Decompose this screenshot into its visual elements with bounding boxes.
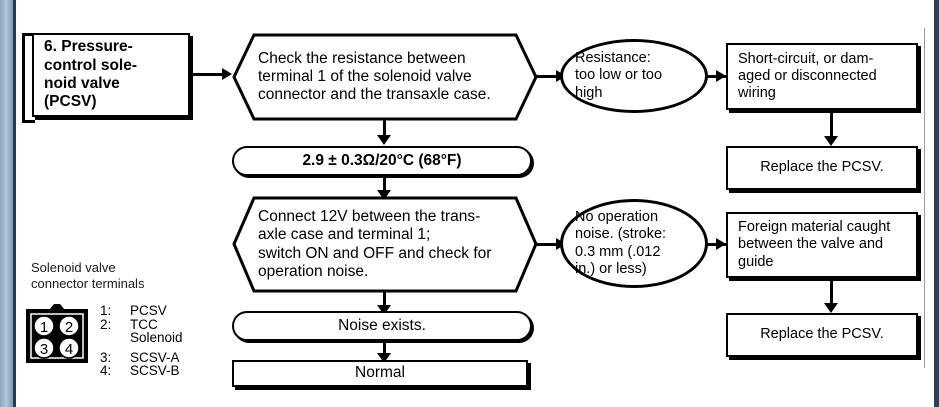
- arrowhead-wiring-to-replace1: [824, 136, 838, 146]
- node-resistance-spec-text: 2.9 ± 0.3Ω/20°C (68°F): [302, 151, 462, 169]
- connector-spec-to-connect12v: [383, 176, 386, 194]
- node-pcsv-header-text: 6. Pressure- control sole- noid valve (P…: [44, 38, 138, 111]
- legend-value: PCSV: [130, 303, 167, 318]
- hexagon-outline: [232, 33, 538, 121]
- node-noise-exists-text: Noise exists.: [338, 316, 426, 334]
- page-edge-hairline: [924, 28, 925, 368]
- legend-value: SCSV-A: [130, 349, 180, 365]
- svg-text:2: 2: [65, 319, 73, 336]
- terminal-legend: 1: PCSV 2: TCC Solenoid 3: SCSV-A 4: SCS…: [100, 304, 183, 378]
- connector-connect12v-to-noise: [536, 243, 566, 246]
- legend-row: 2: TCC: [100, 316, 183, 332]
- connector-check-to-fault: [536, 75, 566, 78]
- legend-value: TCC: [130, 316, 158, 332]
- legend-num: 3:: [100, 349, 112, 365]
- node-resistance-fault-text: Resistance: too low or too high: [575, 50, 663, 101]
- node-replace-pcsv-2-text: Replace the PCSV.: [760, 326, 884, 343]
- legend-num: 4:: [100, 363, 112, 378]
- arrowhead-noiseexists-to-normal: [377, 353, 391, 363]
- node-pcsv-header: 6. Pressure- control sole- noid valve (P…: [32, 33, 190, 117]
- node-resistance-fault: Resistance: too low or too high: [560, 39, 708, 113]
- connector-noiseexists-to-normal: [383, 341, 386, 357]
- hexagon-outline-2: [232, 196, 538, 293]
- svg-text:4: 4: [65, 341, 73, 358]
- node-replace-pcsv-2: Replace the PCSV.: [726, 313, 918, 357]
- node-normal-text: Normal: [355, 364, 405, 382]
- node-foreign-material-text: Foreign material caught between the valv…: [738, 219, 891, 270]
- node-wiring-fault: Short-circuit, or dam- aged or disconnec…: [726, 43, 918, 110]
- node-wiring-fault-text: Short-circuit, or dam- aged or disconnec…: [738, 50, 877, 102]
- connector-connect12v-to-noiseexists: [383, 291, 386, 309]
- connector-caption: Solenoid valve connector terminals: [31, 260, 145, 292]
- page-edge-left-line: [13, 0, 16, 407]
- page-edge-gradient: [0, 0, 13, 407]
- svg-text:3: 3: [40, 341, 48, 358]
- legend-row: 1: PCSV: [100, 304, 183, 318]
- arrowhead-fault-to-wiring: [716, 70, 726, 82]
- node-connect-12v-text: Connect 12V between the trans- axle case…: [258, 207, 492, 280]
- node-check-resistance: Check the resistance between terminal 1 …: [232, 33, 538, 121]
- node-normal: Normal: [232, 360, 528, 387]
- connector-check-to-spec: [383, 119, 386, 139]
- node-replace-pcsv-1-text: Replace the PCSV.: [760, 159, 884, 176]
- legend-value: SCSV-B: [130, 363, 180, 378]
- legend-row: 3: SCSV-A: [100, 349, 183, 365]
- legend-row: 4: SCSV-B: [100, 364, 183, 378]
- arrowhead-spec-to-connect12v: [377, 190, 391, 200]
- node-noise-exists: Noise exists.: [232, 311, 532, 341]
- arrowhead-check-to-spec: [377, 135, 391, 145]
- node-no-operation-noise: No operation noise. (stroke: 0.3 mm (.01…: [560, 199, 708, 288]
- connector-foreign-to-replace2: [830, 281, 833, 309]
- node-no-operation-noise-text: No operation noise. (stroke: 0.3 mm (.01…: [575, 209, 667, 277]
- node-check-resistance-text: Check the resistance between terminal 1 …: [258, 49, 491, 104]
- legend-row-continuation: Solenoid: [100, 331, 183, 345]
- arrowhead-foreign-to-replace2: [824, 303, 838, 313]
- node-resistance-spec: 2.9 ± 0.3Ω/20°C (68°F): [232, 146, 532, 176]
- node-foreign-material: Foreign material caught between the valv…: [726, 212, 918, 278]
- legend-value-continuation: Solenoid: [130, 330, 183, 345]
- legend-num: 1:: [100, 303, 112, 318]
- node-connect-12v: Connect 12V between the trans- axle case…: [232, 196, 538, 293]
- legend-num: 2:: [100, 316, 112, 332]
- arrowhead-pcsv-to-check: [222, 68, 232, 80]
- pcsv-left-bracket: [22, 33, 35, 123]
- connector-pcsv-to-check: [190, 73, 226, 76]
- svg-text:1: 1: [40, 319, 48, 336]
- solenoid-connector-icon: 1 2 3 4: [26, 304, 88, 363]
- page-edge-right-line: [934, 0, 939, 407]
- connector-wiring-to-replace1: [830, 113, 833, 142]
- arrowhead-connect12v-to-noiseexists: [377, 305, 391, 315]
- arrowhead-noise-to-foreign: [716, 238, 726, 250]
- node-replace-pcsv-1: Replace the PCSV.: [726, 146, 918, 190]
